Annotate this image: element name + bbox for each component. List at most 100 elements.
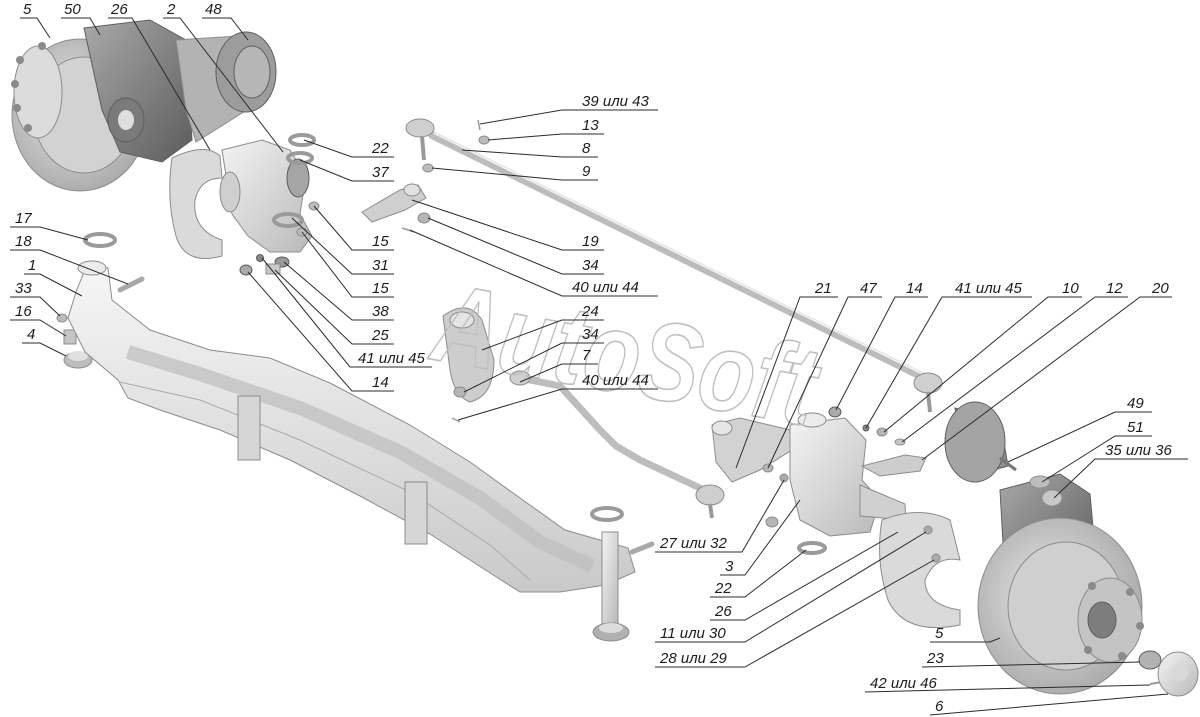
callout-19: 19 bbox=[411, 199, 604, 251]
callout-label: 10 bbox=[1062, 280, 1079, 297]
leader-line bbox=[929, 693, 1169, 716]
callout-34-upper: 34 bbox=[427, 217, 604, 275]
callout-9: 9 bbox=[431, 163, 598, 181]
callout-label: 5 bbox=[935, 625, 944, 642]
callout-26-bottom: 26 bbox=[710, 531, 899, 621]
callout-label: 19 bbox=[582, 233, 599, 250]
hub-cap-6-center bbox=[1172, 663, 1188, 681]
callout-label: 20 bbox=[1151, 280, 1169, 297]
callout-label: 1 bbox=[28, 257, 36, 274]
callout-41-45-left: 41 или 45 bbox=[261, 257, 432, 368]
callout-label: 6 bbox=[935, 698, 944, 715]
steering-arm-21-boss bbox=[711, 420, 733, 436]
callout-31: 31 bbox=[291, 217, 394, 275]
brake-chamber-49-rod bbox=[999, 456, 1017, 472]
kingpin-kit-left bbox=[56, 232, 145, 369]
callout-51: 51 bbox=[1041, 419, 1152, 483]
drag-link-ball-stud bbox=[708, 503, 714, 519]
bushing-16 bbox=[63, 329, 77, 345]
callout-48: 48 bbox=[202, 1, 249, 41]
callout-8: 8 bbox=[461, 140, 598, 158]
leader-line bbox=[463, 342, 604, 393]
knuckle-spindle-left bbox=[219, 171, 241, 213]
leader-line bbox=[202, 17, 249, 41]
callout-label: 8 bbox=[582, 140, 591, 157]
washer-22-left bbox=[288, 133, 316, 147]
thrust-bearing-4-top bbox=[68, 351, 88, 361]
leader-line bbox=[108, 17, 211, 151]
callout-4: 4 bbox=[22, 326, 67, 357]
callout-label: 9 bbox=[582, 163, 591, 180]
leader-line bbox=[1007, 411, 1152, 463]
wheel-stud bbox=[1084, 646, 1092, 654]
leader-line bbox=[10, 296, 61, 317]
axle-beam-flange bbox=[125, 345, 595, 573]
callout-label: 3 bbox=[725, 558, 734, 575]
callout-16: 16 bbox=[10, 303, 67, 337]
axle-beam-edge bbox=[119, 381, 531, 581]
steering-arm-right bbox=[711, 417, 801, 483]
callout-22-right: 22 bbox=[710, 549, 807, 598]
nut-14-right bbox=[828, 406, 842, 418]
pitman-arm-24-boss bbox=[449, 311, 475, 329]
callout-10: 10 bbox=[883, 280, 1082, 433]
leader-line bbox=[10, 226, 89, 241]
callout-47: 47 bbox=[767, 280, 882, 469]
leader-line bbox=[163, 17, 284, 153]
callout-39-43: 39 или 43 bbox=[479, 93, 658, 125]
leader-line bbox=[291, 217, 394, 275]
callout-label: 37 bbox=[372, 164, 389, 181]
wheel-stud bbox=[1088, 582, 1096, 590]
brake-chamber-49 bbox=[944, 401, 1017, 483]
drag-link-end-rear bbox=[695, 484, 725, 506]
callout-28-29: 28 или 29 bbox=[655, 559, 935, 668]
kingpin-bearing-top bbox=[599, 623, 623, 633]
callout-35-36: 35 или 36 bbox=[1053, 442, 1188, 499]
cotter-pin-39-43 bbox=[477, 119, 481, 131]
wheel-stud bbox=[16, 56, 24, 64]
callout-label: 12 bbox=[1106, 280, 1123, 297]
callout-15-lower: 15 bbox=[301, 231, 394, 298]
callout-label: 22 bbox=[371, 140, 389, 157]
callout-label: 48 bbox=[205, 1, 222, 18]
drag-link-tube bbox=[516, 374, 704, 492]
callout-label: 51 bbox=[1127, 419, 1144, 436]
callout-41-45-right: 41 или 45 bbox=[865, 280, 1032, 429]
callout-24: 24 bbox=[481, 303, 604, 351]
washer-12 bbox=[894, 438, 906, 446]
nut-14-left bbox=[239, 264, 253, 276]
wheel-stud bbox=[24, 124, 32, 132]
leader-line bbox=[313, 205, 394, 251]
nut-34-lower bbox=[453, 386, 467, 398]
tie-rod-highlight bbox=[433, 132, 926, 376]
callout-label: 25 bbox=[371, 327, 389, 344]
callout-25: 25 bbox=[274, 269, 394, 345]
callout-label: 38 bbox=[372, 303, 389, 320]
callout-11-30: 11 или 30 bbox=[655, 531, 927, 643]
leader-line bbox=[519, 363, 598, 383]
axle-beam bbox=[67, 260, 636, 593]
leader-line bbox=[710, 549, 807, 598]
callout-37: 37 bbox=[299, 159, 394, 182]
callout-label: 41 или 45 bbox=[955, 280, 1023, 297]
leader-line bbox=[10, 249, 129, 285]
callout-label: 24 bbox=[581, 303, 599, 320]
leader-line bbox=[303, 139, 394, 158]
kingpin-boss-left bbox=[77, 260, 107, 276]
callout-label: 14 bbox=[906, 280, 923, 297]
brake-shield-right bbox=[879, 512, 961, 629]
bolt-27-32 bbox=[779, 473, 789, 483]
leader-line bbox=[299, 159, 394, 182]
leader-line bbox=[1053, 458, 1188, 499]
knuckle-boss-left bbox=[286, 158, 310, 198]
leader-line bbox=[22, 342, 67, 357]
leader-line bbox=[883, 296, 1082, 433]
pitman-arm-24 bbox=[442, 307, 495, 423]
callout-label: 49 bbox=[1127, 395, 1144, 412]
hub-assembly-right bbox=[977, 517, 1144, 695]
spring-pad-left bbox=[237, 395, 261, 461]
cotter-pin-40-44-lower bbox=[451, 417, 461, 423]
leader-line bbox=[457, 388, 658, 421]
leader-line bbox=[1041, 435, 1152, 483]
